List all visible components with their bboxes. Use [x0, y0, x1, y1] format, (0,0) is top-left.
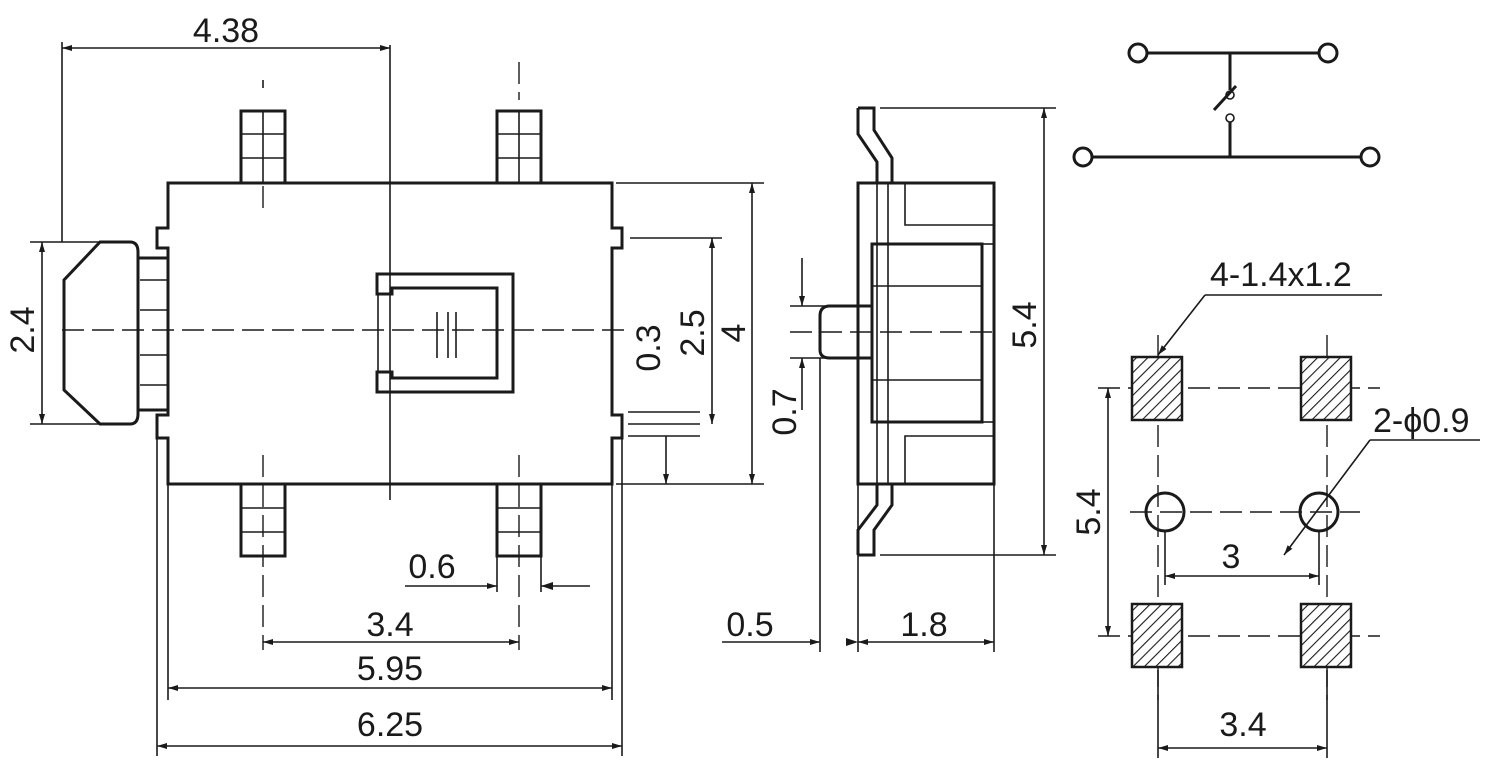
dim-5-4-footprint-label: 5.4 — [1070, 488, 1108, 535]
dim-5-4-footprint: 5.4 — [1070, 388, 1111, 636]
hole-callout: 2-ϕ0.9 — [1283, 402, 1480, 556]
switch-schematic — [1072, 42, 1381, 168]
slider-window — [375, 272, 515, 394]
dim-3-label: 3 — [1222, 538, 1241, 576]
side-body-outline — [856, 181, 996, 486]
dim-2-4: 2.4 — [4, 241, 102, 425]
dim-3-4-footprint: 3.4 — [1157, 670, 1328, 758]
dim-5-4-side: 5.4 — [880, 107, 1056, 556]
terminal-top-left — [239, 109, 287, 185]
dim-4-label: 4 — [715, 324, 753, 343]
dim-1-8: 1.8 — [858, 484, 995, 652]
dim-0-7-label: 0.7 — [766, 388, 804, 435]
dim-5-95: 5.95 — [167, 484, 613, 700]
pad-callout-label: 4-1.4x1.2 — [1210, 256, 1352, 294]
dim-0-7: 0.7 — [766, 258, 830, 436]
dim-4-38: 4.38 — [61, 12, 390, 242]
pad-callout: 4-1.4x1.2 — [1157, 256, 1382, 356]
pcb-footprint: 4-1.4x1.2 2-ϕ0.9 5.4 3 3.4 — [1070, 256, 1480, 758]
dim-0-5: 0.5 — [722, 358, 859, 652]
dim-1-8-label: 1.8 — [900, 606, 947, 644]
dim-4-38-label: 4.38 — [193, 12, 259, 50]
terminal-top-right — [495, 109, 543, 185]
side-lead-bottom — [858, 484, 894, 557]
hole-callout-label: 2-ϕ0.9 — [1373, 402, 1470, 440]
pad-bottom-right — [1299, 602, 1353, 669]
dim-0-3: 0.3 — [628, 324, 700, 484]
dim-3-4-footprint-label: 3.4 — [1219, 706, 1266, 744]
dim-0-6: 0.6 — [405, 548, 590, 592]
dim-6-25: 6.25 — [156, 438, 623, 756]
dim-0-5-label: 0.5 — [726, 606, 773, 644]
pad-top-right — [1299, 355, 1353, 422]
actuator-knob — [62, 240, 170, 426]
dim-6-25-label: 6.25 — [357, 706, 423, 744]
side-lead-top — [858, 106, 894, 183]
dim-0-3-label: 0.3 — [630, 324, 668, 371]
top-view: 4.38 2.4 0.3 2.5 4 — [4, 12, 764, 756]
dim-2-4-label: 2.4 — [4, 306, 42, 353]
dim-3-4-label: 3.4 — [366, 606, 413, 644]
dim-2-5-label: 2.5 — [674, 309, 712, 356]
dim-3: 3 — [1164, 531, 1320, 585]
side-view: 0.7 5.4 0.5 1.8 — [722, 106, 1056, 652]
pad-bottom-left — [1130, 602, 1184, 669]
pad-top-left — [1130, 355, 1184, 422]
dim-4: 4 — [616, 182, 764, 485]
dim-2-5: 2.5 — [630, 237, 722, 424]
dim-5-4-side-label: 5.4 — [1006, 301, 1044, 348]
dim-3-4: 3.4 — [263, 606, 519, 645]
dim-5-95-label: 5.95 — [357, 650, 423, 688]
dim-0-6-label: 0.6 — [408, 548, 455, 586]
